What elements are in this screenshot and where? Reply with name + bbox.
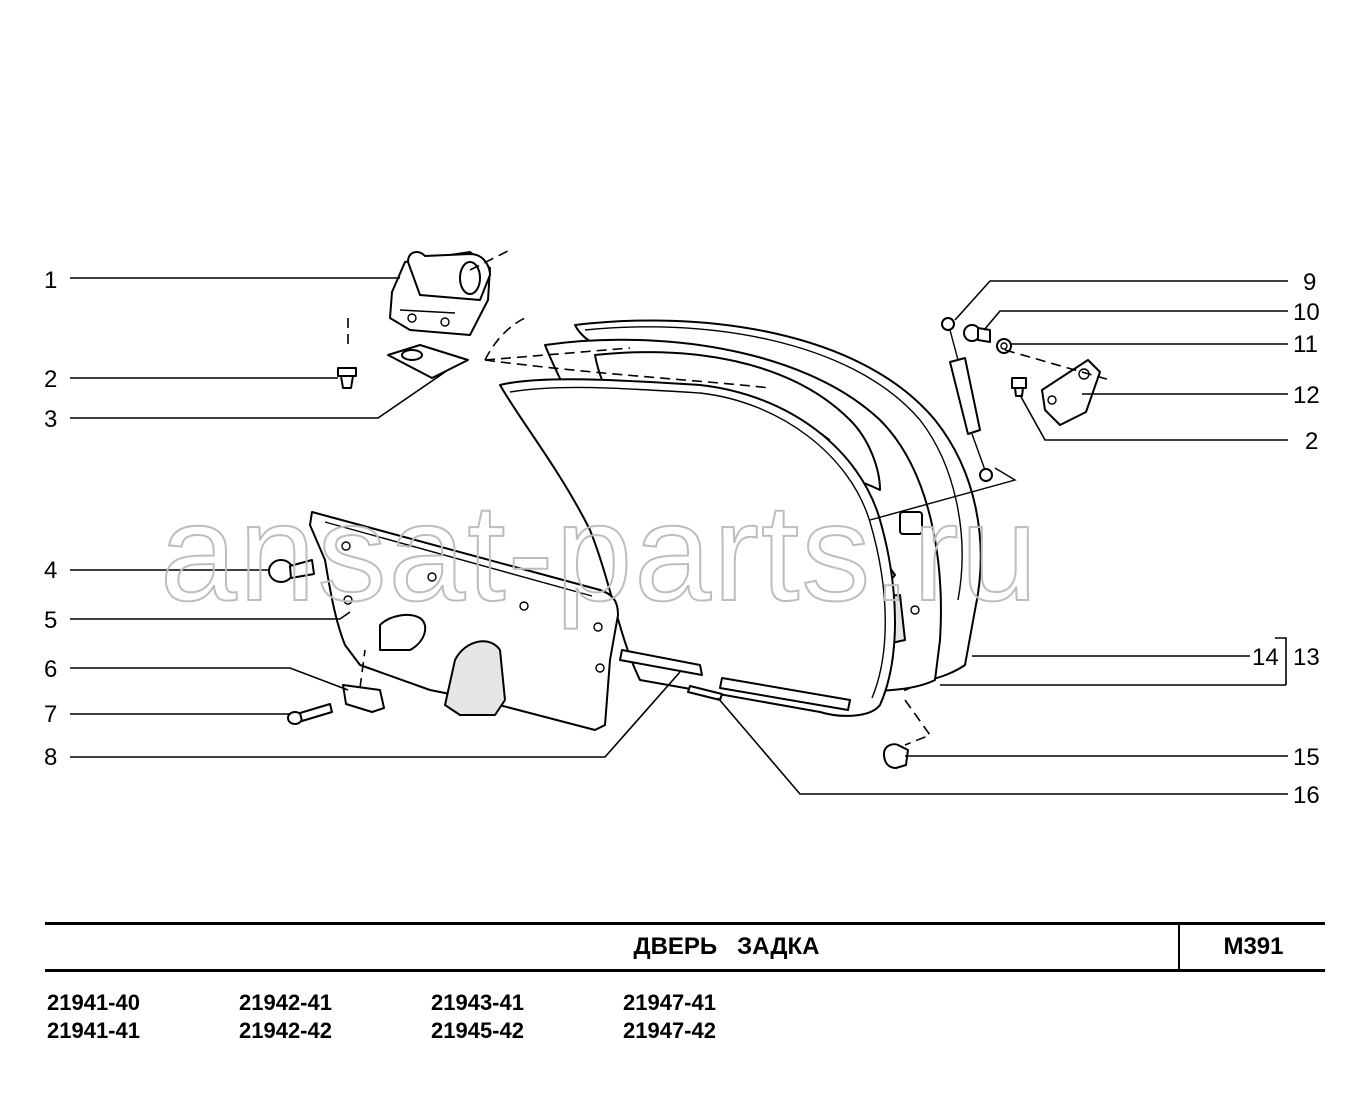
model-code: 21945-42	[431, 1018, 524, 1043]
callout-6: 6	[44, 656, 57, 683]
gas-strut	[941, 317, 993, 482]
callout-1: 1	[44, 267, 57, 294]
callout-5: 5	[44, 607, 57, 634]
callout-4: 4	[44, 557, 57, 584]
clip-4	[268, 559, 315, 583]
ball-pin-10	[963, 324, 991, 343]
callout-2-right: 2	[1305, 428, 1318, 455]
diagram-title-cell: ДВЕРЬ ЗАДКА	[45, 925, 1178, 969]
diagram-code: М391	[1178, 925, 1327, 969]
handle-pocket	[444, 640, 506, 716]
model-code: 21943-41	[431, 990, 524, 1015]
model-code: 21947-42	[623, 1018, 716, 1043]
diagram-title: ДВЕРЬ ЗАДКА	[633, 933, 820, 960]
hinge-plate	[387, 344, 469, 379]
bottom-strip	[619, 649, 703, 676]
model-code: 21942-41	[239, 990, 332, 1015]
callout-7: 7	[44, 701, 57, 728]
callout-12: 12	[1293, 382, 1320, 409]
model-code: 21947-41	[623, 990, 716, 1015]
callout-11: 11	[1293, 331, 1318, 358]
callout-9: 9	[1303, 269, 1316, 296]
model-code: 21942-42	[239, 1018, 332, 1043]
model-code: 21941-41	[47, 1018, 140, 1043]
callout-10: 10	[1293, 299, 1320, 326]
callout-14: 14	[1252, 644, 1279, 671]
callout-8: 8	[44, 744, 57, 771]
callout-3: 3	[44, 406, 57, 433]
bolt-2	[337, 367, 357, 389]
callout-15: 15	[1293, 744, 1320, 771]
callout-2-left: 2	[44, 366, 57, 393]
trim-panel	[309, 511, 619, 731]
cover-6	[342, 684, 385, 713]
watermark: ansat-parts.ru	[160, 476, 1039, 630]
hinge	[389, 249, 511, 336]
bolt-2-strut	[1011, 377, 1027, 397]
callout-13: 13	[1293, 644, 1320, 671]
model-code: 21941-40	[47, 990, 140, 1015]
bracket-12	[1041, 359, 1101, 426]
door-seal	[499, 378, 896, 717]
callout-numbers: 1 2 3 4 5 6 7 8 9 10 11 12 2 14 13 15 16	[44, 267, 1320, 809]
screw-7	[287, 703, 333, 725]
title-block: ДВЕРЬ ЗАДКА М391	[45, 922, 1325, 972]
washer-11	[996, 338, 1012, 354]
leader-lines	[70, 277, 1288, 795]
callout-16: 16	[1293, 782, 1320, 809]
bump-stop-15	[883, 743, 909, 769]
